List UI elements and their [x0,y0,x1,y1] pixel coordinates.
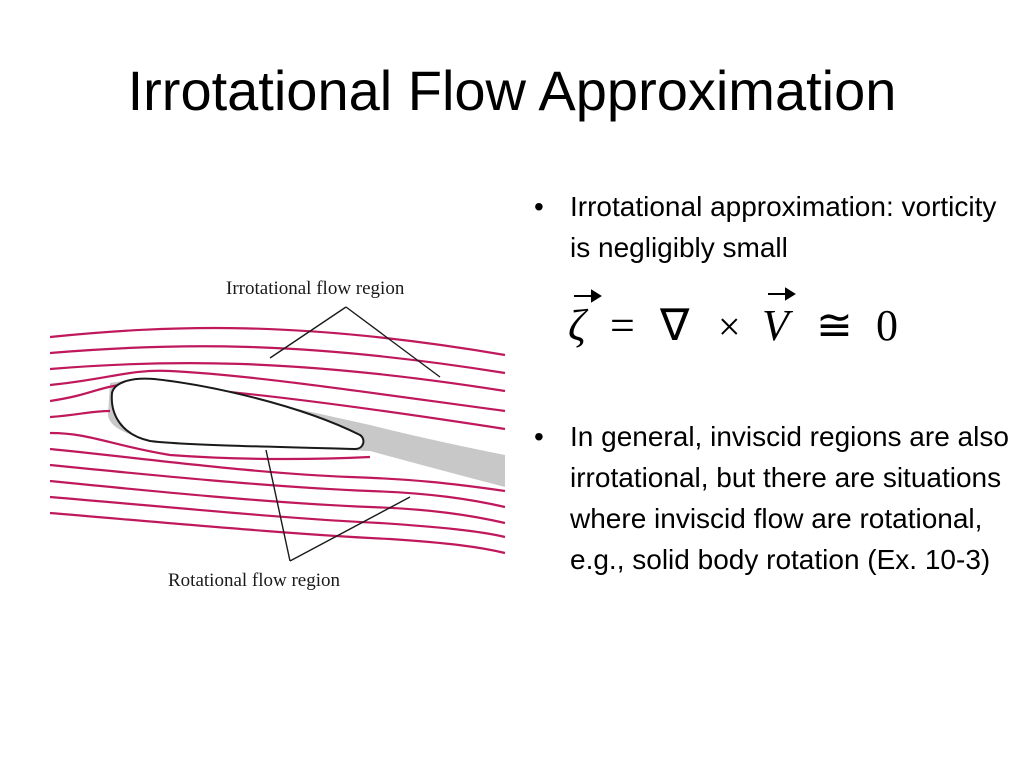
leader-line [269,306,347,359]
leader-line [345,306,441,378]
bullet-text: Irrotational approximation: vorticity is… [570,191,997,263]
cross-symbol: × [718,304,741,349]
leader-line [289,496,411,562]
streamline [50,326,506,357]
velocity-vector-arrow-icon [768,287,796,301]
airfoil-flow-svg: Irrotational flow region Rotational flow… [50,278,506,591]
airfoil [110,377,365,451]
velocity-symbol: V [762,301,794,350]
bullet-text: In general, inviscid regions are also ir… [570,421,1009,575]
leader-line [265,449,291,562]
streamline [50,369,506,413]
streamline [50,479,506,525]
bullet-marker: • [534,421,544,452]
streamline [50,447,506,493]
bullet-item: • In general, inviscid regions are also … [528,416,1024,580]
streamline [50,361,506,393]
streamline [50,345,506,375]
irrotational-region-label: Irrotational flow region [226,278,405,299]
zero-value: 0 [876,301,898,350]
streamline [50,511,506,555]
streamline [50,431,371,461]
rotational-region-label: Rotational flow region [168,570,341,591]
bullet-list: • Irrotational approximation: vorticity … [528,186,998,282]
zeta-symbol: ζ [568,301,589,350]
nabla-symbol: ∇ [659,301,690,350]
streamline [50,409,111,419]
bullet-marker: • [534,191,544,222]
equals-sign: = [610,301,635,350]
streamline [50,495,506,539]
streamline [50,463,506,509]
airfoil-flow-diagram: Irrotational flow region Rotational flow… [50,265,510,600]
approx-equal-sign: ≅ [816,301,853,350]
slide-title: Irrotational Flow Approximation [127,59,897,122]
zeta-vector-arrow-icon [574,289,602,303]
leader-lines [265,306,441,562]
vorticity-equation: ζ = ∇ × V ≅ 0 [560,282,920,362]
bullet-item: • Irrotational approximation: vorticity … [528,186,998,282]
